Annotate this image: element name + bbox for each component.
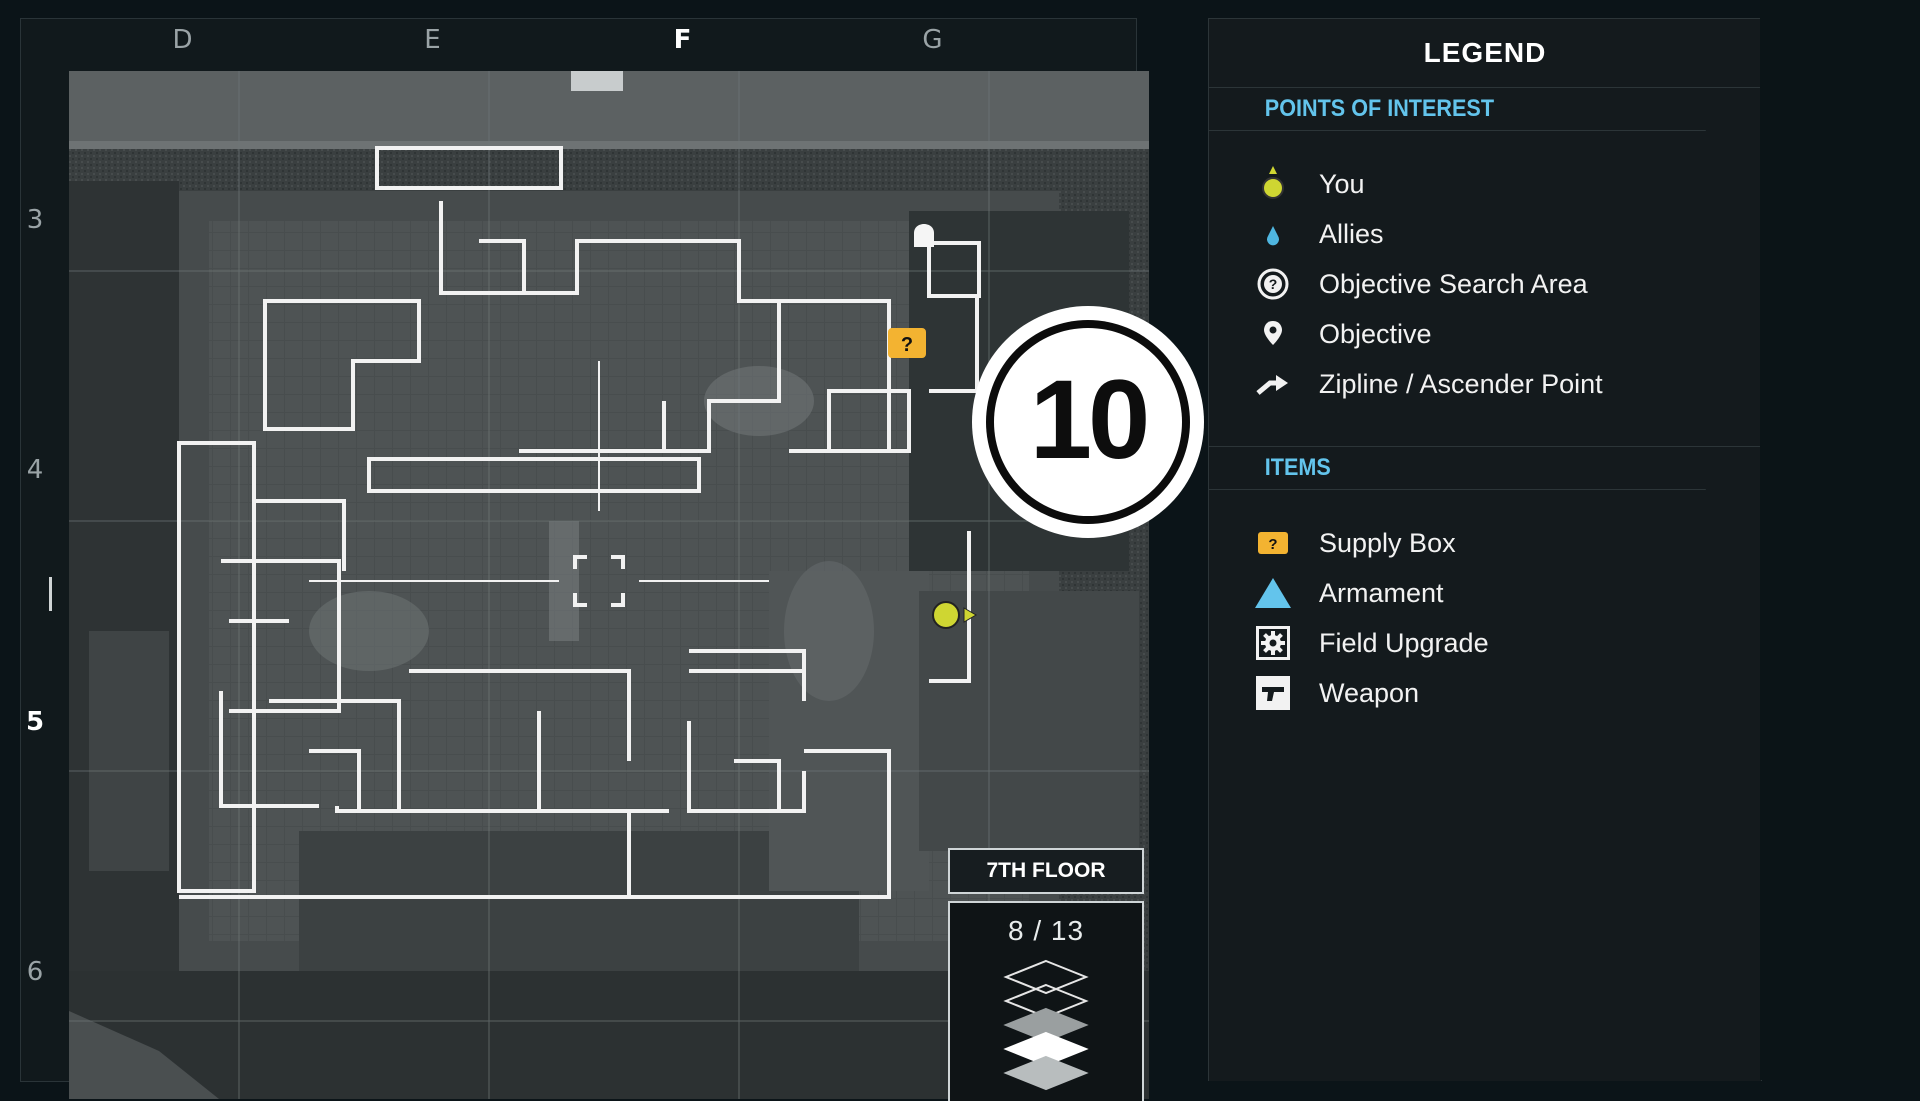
zone-number-badge: 10 bbox=[972, 306, 1204, 538]
legend-panel: LEGEND POINTS OF INTEREST You A bbox=[1208, 18, 1762, 1081]
legend-item-field-upgrade: Field Upgrade bbox=[1209, 618, 1761, 668]
zone-number: 10 bbox=[1029, 356, 1151, 482]
grid-row-label: 3 bbox=[26, 205, 44, 235]
player-marker-icon bbox=[932, 601, 977, 629]
grid-column-label: G bbox=[922, 25, 944, 55]
armament-icon bbox=[1251, 571, 1295, 615]
section-title-items: ITEMS bbox=[1209, 447, 1706, 490]
objective-pin-icon bbox=[1251, 312, 1295, 356]
grid-row-label: 6 bbox=[26, 957, 44, 987]
floor-map[interactable]: ? ? bbox=[69, 71, 1149, 1099]
ally-marker-icon bbox=[1251, 212, 1295, 256]
objective-pin-icon bbox=[914, 224, 934, 247]
points-of-interest-section: POINTS OF INTEREST You Allies bbox=[1209, 88, 1761, 447]
map-frame[interactable]: D E F G 3 4 5 6 bbox=[20, 18, 1149, 1101]
floor-label: 7TH FLOOR bbox=[948, 848, 1144, 894]
legend-item-supply-box: ? Supply Box bbox=[1209, 518, 1761, 568]
field-upgrade-icon bbox=[1251, 621, 1295, 665]
section-title-points-of-interest: POINTS OF INTEREST bbox=[1209, 88, 1706, 131]
floor-stack-icon[interactable] bbox=[1002, 959, 1090, 1099]
svg-text:?: ? bbox=[901, 334, 913, 356]
player-marker-icon bbox=[1251, 162, 1295, 206]
floor-counter: 8 / 13 bbox=[1007, 915, 1085, 946]
objective-search-icon: ? bbox=[1251, 262, 1295, 306]
grid-column-label: D bbox=[172, 25, 194, 55]
legend-item-objective: Objective bbox=[1209, 309, 1761, 359]
grid-row-label: 4 bbox=[26, 455, 44, 485]
items-section: ITEMS ? Supply Box Armament bbox=[1209, 447, 1761, 718]
floor-selector[interactable]: 8 / 13 bbox=[948, 901, 1144, 1101]
legend-item-weapon: Weapon bbox=[1209, 668, 1761, 718]
supply-box-icon: ? bbox=[1251, 521, 1295, 565]
legend-item-armament: Armament bbox=[1209, 568, 1761, 618]
svg-text:?: ? bbox=[1269, 276, 1278, 292]
legend-item-you: You bbox=[1209, 159, 1761, 209]
legend-item-zipline: Zipline / Ascender Point bbox=[1209, 359, 1761, 409]
grid-row-label-active: 5 bbox=[25, 707, 45, 737]
svg-text:?: ? bbox=[1268, 536, 1277, 553]
legend-item-allies: Allies bbox=[1209, 209, 1761, 259]
background-strip bbox=[1760, 0, 1920, 1080]
map-center-reticle bbox=[573, 555, 625, 607]
legend-title: LEGEND bbox=[1209, 19, 1761, 88]
zipline-icon bbox=[1251, 362, 1295, 406]
legend-item-objective-search-area: ? Objective Search Area bbox=[1209, 259, 1761, 309]
weapon-icon bbox=[1251, 671, 1295, 715]
floor-map-graphic: ? ? bbox=[69, 71, 1149, 1099]
grid-column-label-active: F bbox=[673, 25, 693, 55]
grid-column-label: E bbox=[424, 25, 442, 55]
supply-box-icon: ? bbox=[888, 328, 926, 358]
row-indicator-tick bbox=[49, 577, 52, 611]
